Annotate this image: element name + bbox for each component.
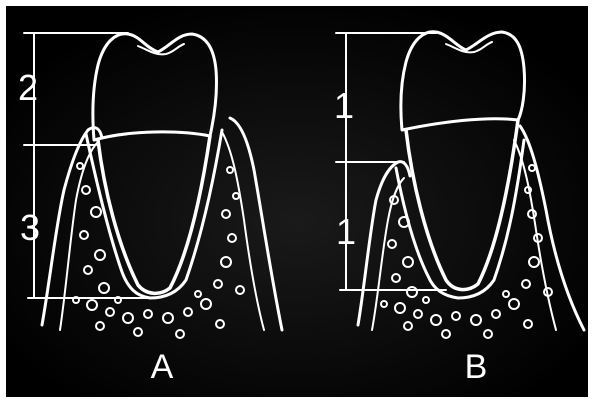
panel-a-label: A — [151, 348, 174, 386]
panel-b-label: B — [465, 348, 488, 386]
panel-b-root-ratio: 1 — [336, 211, 356, 252]
panel-b-crown-ratio: 1 — [334, 85, 354, 126]
panel-a-crown-ratio: 2 — [18, 67, 38, 108]
panel-a-root-ratio: 3 — [20, 207, 40, 248]
background — [6, 6, 588, 397]
